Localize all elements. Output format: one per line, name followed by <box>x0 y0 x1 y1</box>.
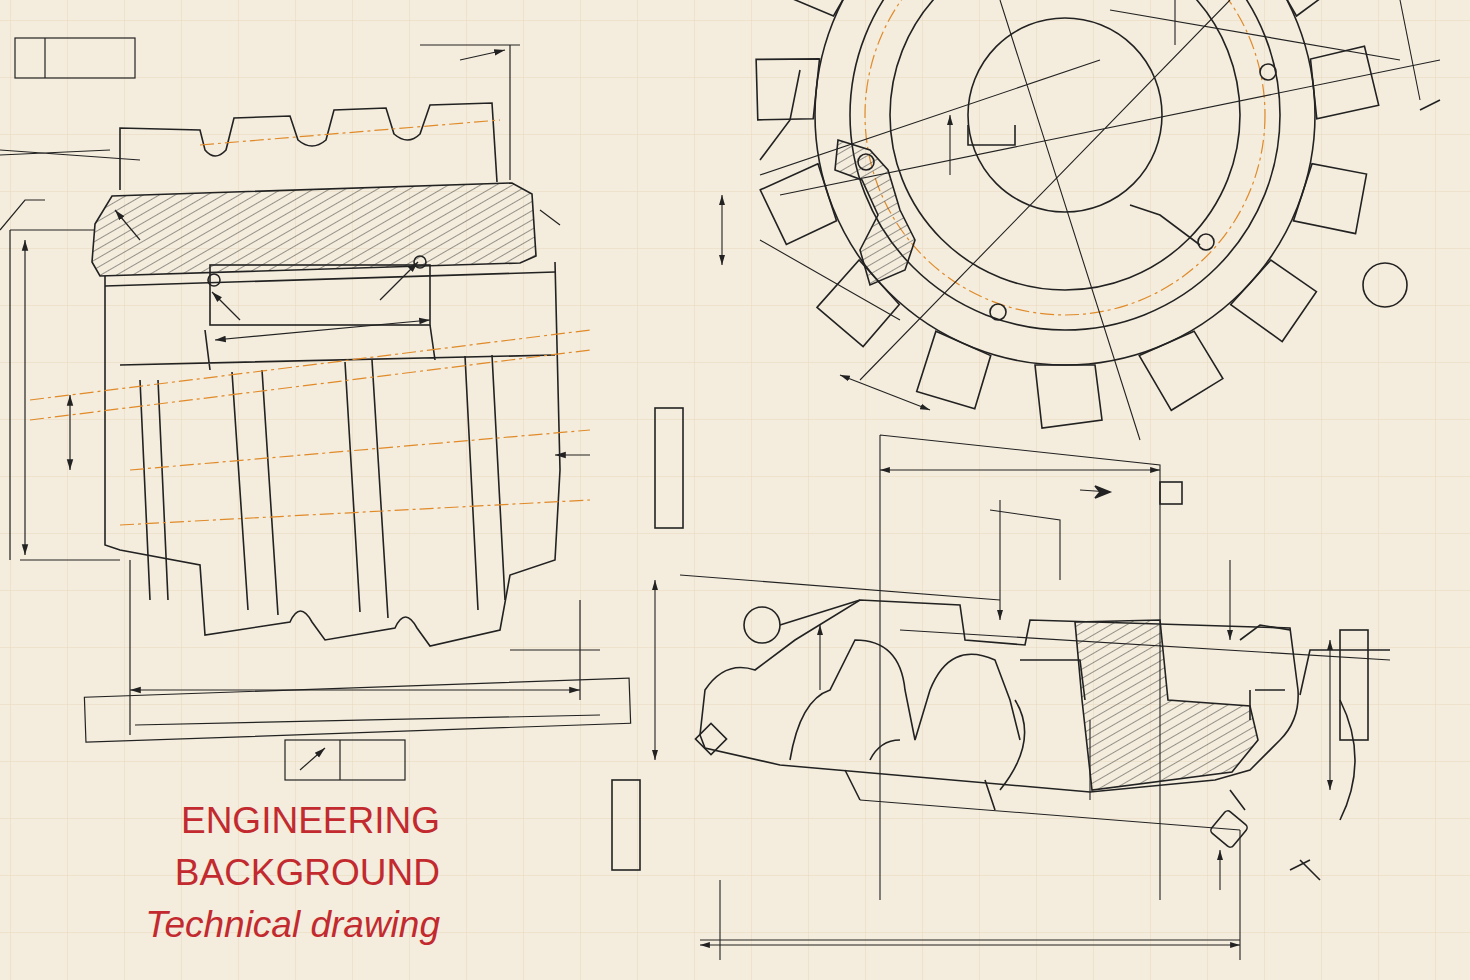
heading-text: BACKGROUND <box>30 847 440 899</box>
milling-cutter <box>722 0 1440 440</box>
heading-text: Technical drawing <box>30 899 440 951</box>
face-mill <box>612 408 1390 960</box>
heading-text: ENGINEERING <box>30 795 440 847</box>
title-block: ENGINEERINGBACKGROUNDTechnical drawing <box>30 795 440 951</box>
hob-cutter <box>0 38 631 780</box>
